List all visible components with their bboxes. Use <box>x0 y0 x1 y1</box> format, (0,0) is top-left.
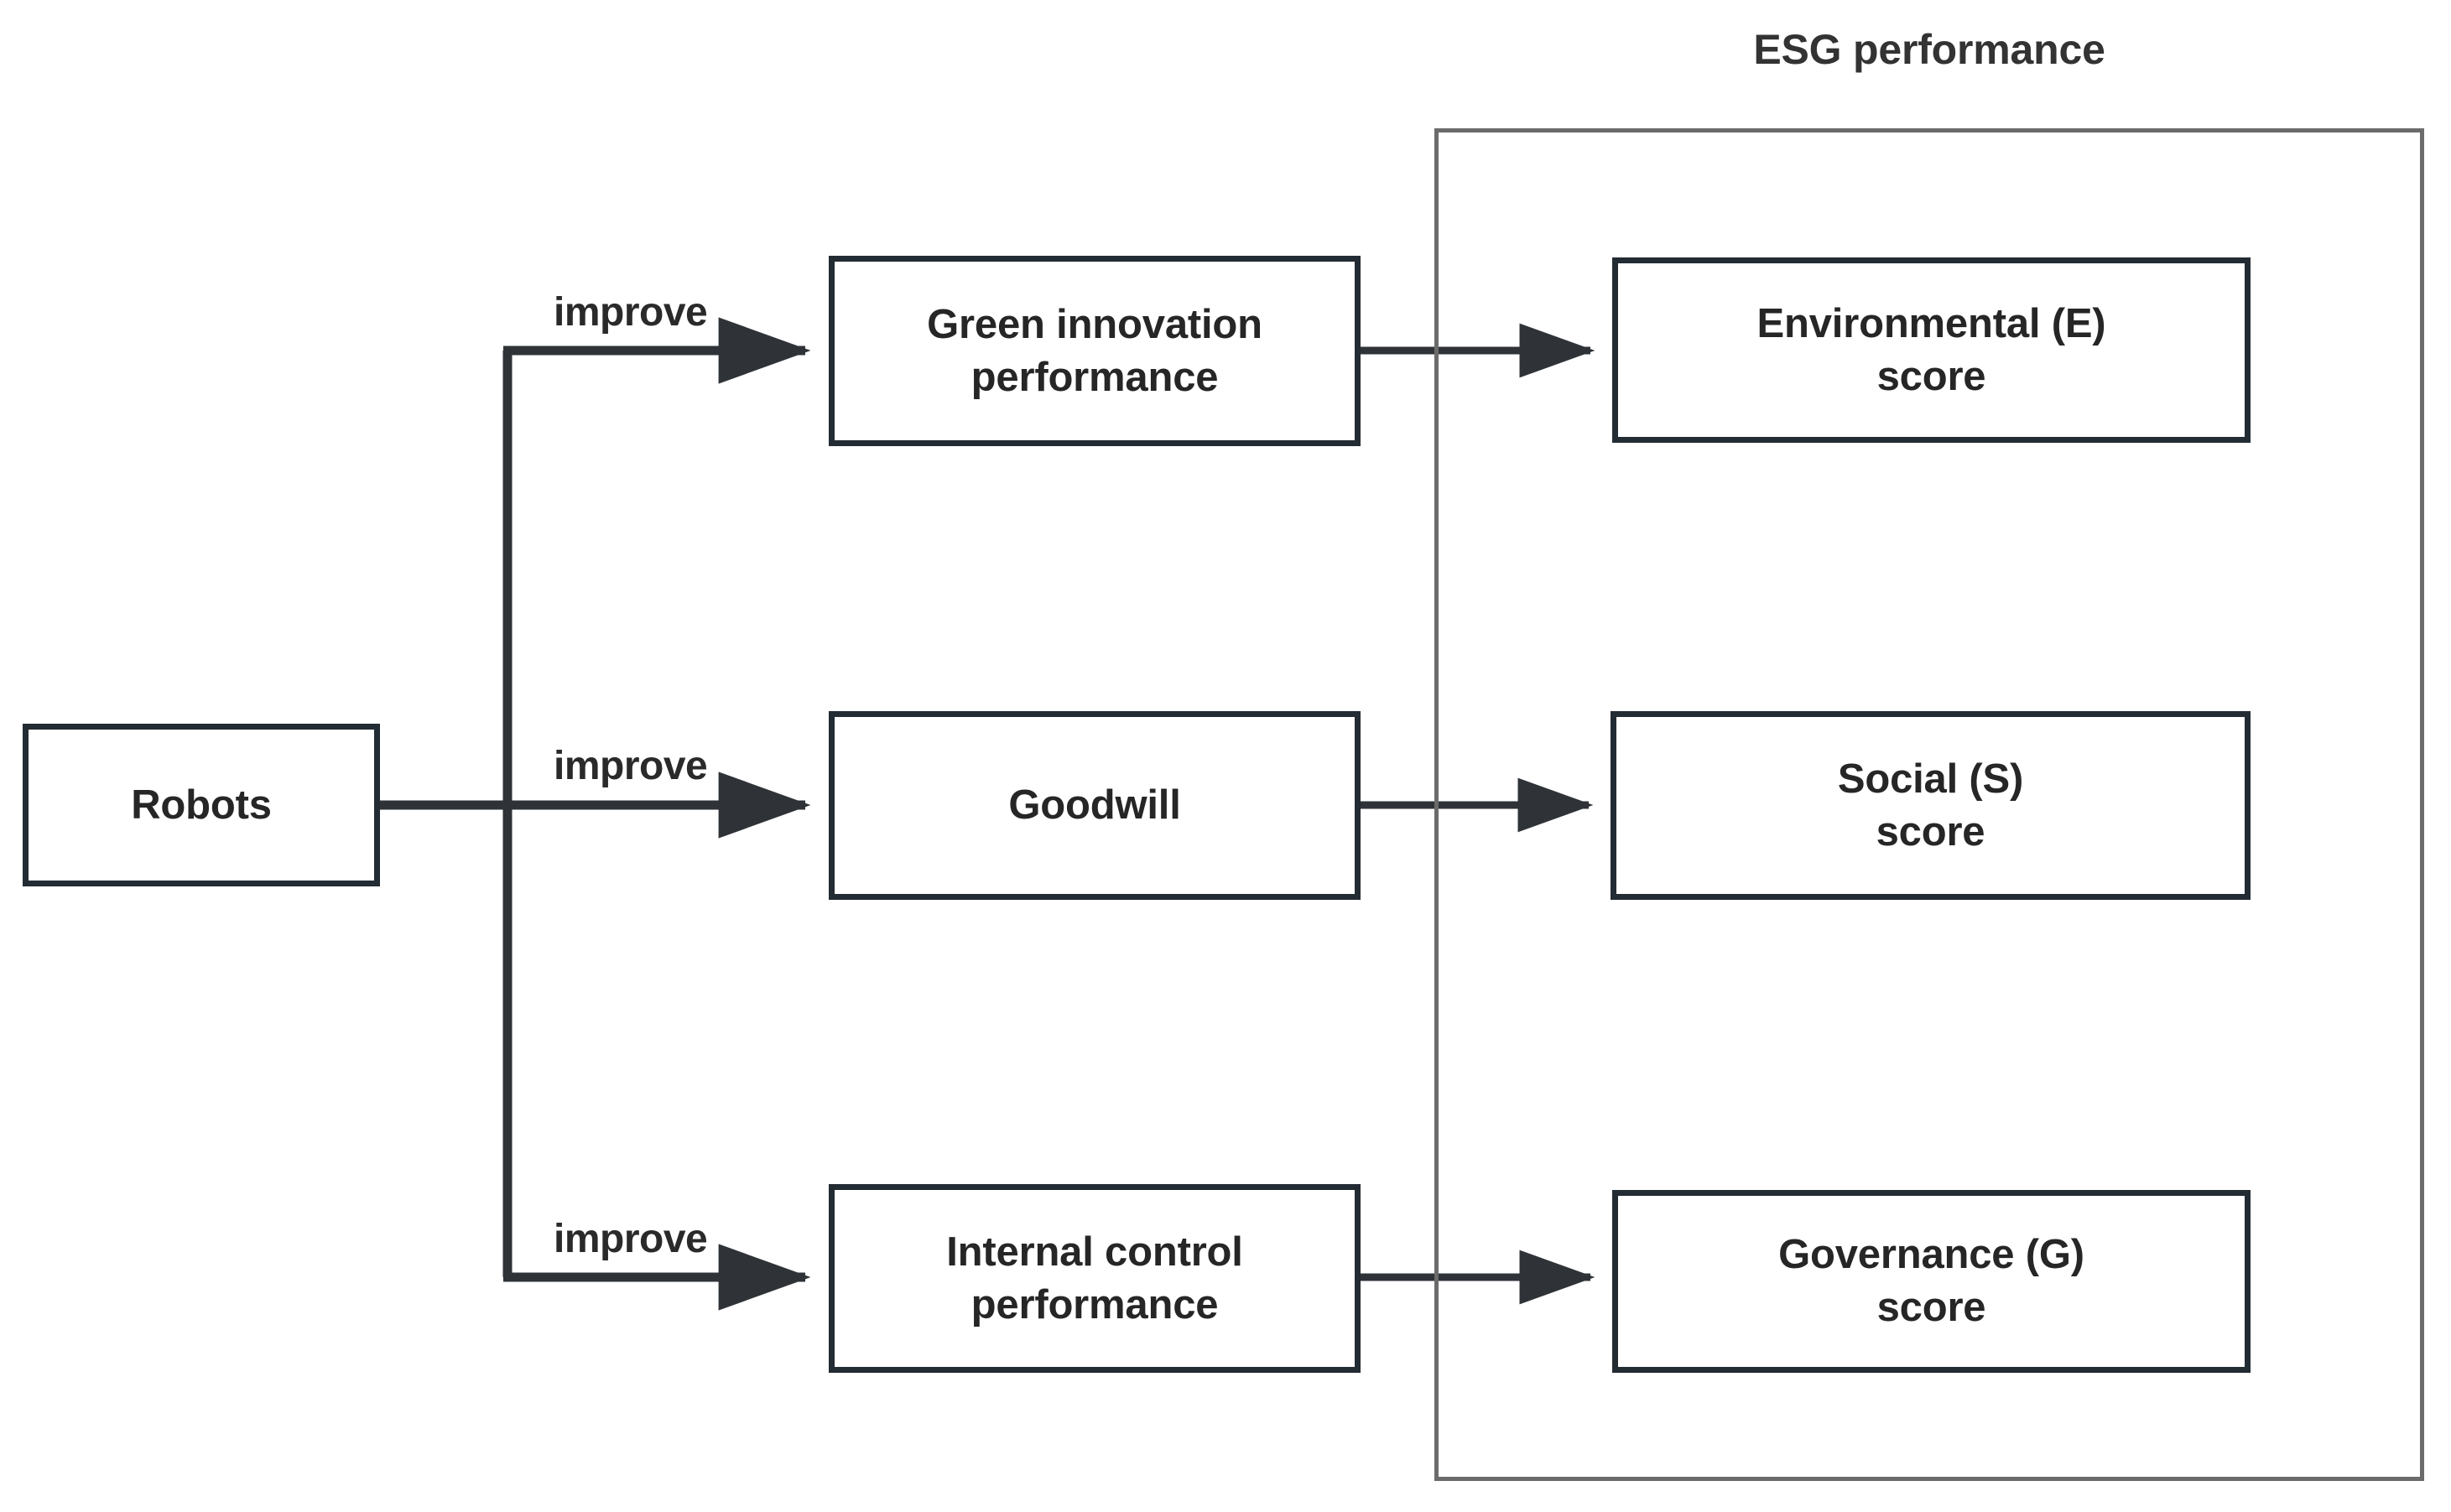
node-goodwill[interactable]: Goodwill <box>829 711 1361 900</box>
edge-label-robots-to-green: improve <box>554 290 708 335</box>
node-environmental-score[interactable]: Environmental (E) score <box>1612 257 2251 443</box>
node-environmental-score-label: Environmental (E) score <box>1756 300 2106 399</box>
node-green-innovation-performance-label: Green innovation performance <box>927 301 1262 400</box>
edge-label-robots-to-goodwill: improve <box>554 744 708 788</box>
esg-group-title: ESG performance <box>1753 26 2105 73</box>
node-robots-label: Robots <box>131 782 272 828</box>
node-social-score[interactable]: Social (S) score <box>1611 711 2251 900</box>
edge-label-robots-to-internal: improve <box>554 1217 708 1261</box>
node-internal-control-performance-label: Internal control performance <box>946 1229 1243 1328</box>
node-goodwill-label: Goodwill <box>1008 782 1181 829</box>
node-robots[interactable]: Robots <box>23 724 380 886</box>
node-green-innovation-performance[interactable]: Green innovation performance <box>829 256 1361 446</box>
node-governance-score[interactable]: Governance (G) score <box>1612 1190 2251 1373</box>
node-governance-score-label: Governance (G) score <box>1778 1232 2084 1330</box>
node-social-score-label: Social (S) score <box>1837 756 2024 855</box>
node-internal-control-performance[interactable]: Internal control performance <box>829 1184 1361 1373</box>
